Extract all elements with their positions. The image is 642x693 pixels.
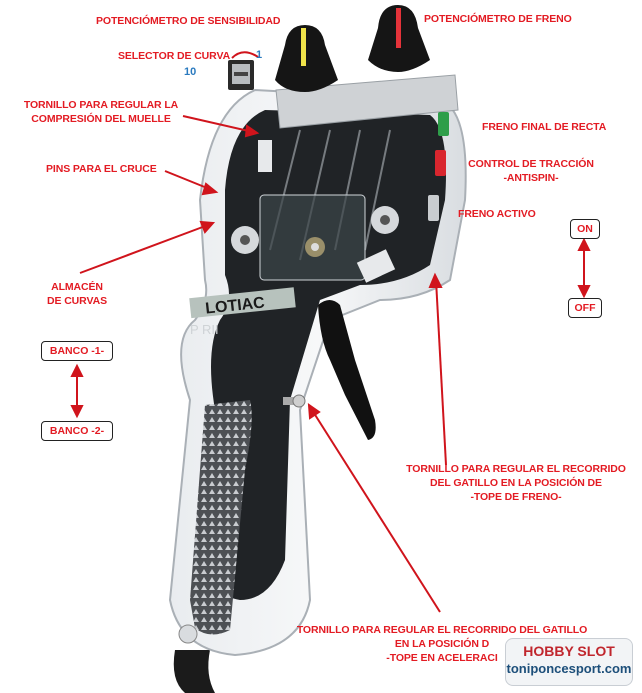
red-switch [435,150,446,176]
label-line: -TOPE DE FRENO- [470,491,562,503]
cable [173,650,215,693]
label-end-brake: FRENO FINAL DE RECTA [482,121,607,133]
label-sensitivity-pot: POTENCIÓMETRO DE SENSIBILIDAD [96,15,281,27]
watermark-url: toniponcesport.com [506,661,632,676]
label-line: -ANTISPIN- [503,172,559,184]
model-text: P RII [190,322,219,337]
bank-2-box: BANCO -2- [41,421,113,441]
label-line: DE CURVAS [47,295,107,307]
trigger [318,300,376,440]
watermark: HOBBY SLOT toniponcesport.com [505,638,633,686]
label-line: DEL GATILLO EN LA POSICIÓN DE [430,477,602,489]
brand-text: LOTIAC [205,294,266,317]
label-curve-storage: ALMACÉN DE CURVAS [47,280,107,308]
label-crossing-pins: PINS PARA EL CRUCE [46,163,157,175]
brand-plate [189,287,296,319]
spring-screw-block [258,140,272,172]
switch-off-box: OFF [568,298,602,318]
curve-selector-dial [228,60,254,90]
label-brake-stop-screw: TORNILLO PARA REGULAR EL RECORRIDO DEL G… [400,462,632,504]
label-line: TORNILLO PARA REGULAR LA [23,99,179,111]
label-brake-pot: POTENCIÓMETRO DE FRENO [424,13,572,25]
annotation-arrows [79,115,447,613]
trigger-stop-screw [283,394,306,408]
label-curve-selector: SELECTOR DE CURVA [118,50,231,62]
label-active-brake: FRENO ACTIVO [458,208,536,220]
label-line: CONTROL DE TRACCIÓN [468,158,594,170]
switch-on-box: ON [570,219,600,239]
curve-max-value: 10 [184,66,197,78]
label-spring-screw: TORNILLO PARA REGULAR LA COMPRESIÓN DEL … [18,98,184,126]
watermark-title: HOBBY SLOT [523,643,615,659]
label-line: -TOPE EN ACELERACI [386,652,498,664]
bottom-screw [178,624,198,644]
bank-1-box: BANCO -1- [41,341,113,361]
label-line: ALMACÉN [51,281,103,293]
sensitivity-knob [275,25,338,92]
brake-knob [368,5,430,72]
label-line: TORNILLO PARA REGULAR EL RECORRIDO [406,463,626,475]
silver-switch [428,195,439,221]
bank-double-arrow [70,363,84,419]
label-line: COMPRESIÓN DEL MUELLE [31,113,171,125]
pcb [205,110,446,600]
label-line: EN LA POSICIÓN D [394,638,490,650]
label-accel-stop-screw: TORNILLO PARA REGULAR EL RECORRIDO DEL G… [292,623,592,665]
green-switch [438,112,449,136]
grip-pad [190,400,252,635]
label-line: TORNILLO PARA REGULAR EL RECORRIDO DEL G… [296,624,588,636]
on-off-double-arrow [577,237,591,299]
label-traction-control: CONTROL DE TRACCIÓN -ANTISPIN- [467,157,595,185]
curve-selector-arrow [231,51,259,59]
brake-stop-block [356,249,396,283]
curve-min-value: 1 [256,49,263,61]
